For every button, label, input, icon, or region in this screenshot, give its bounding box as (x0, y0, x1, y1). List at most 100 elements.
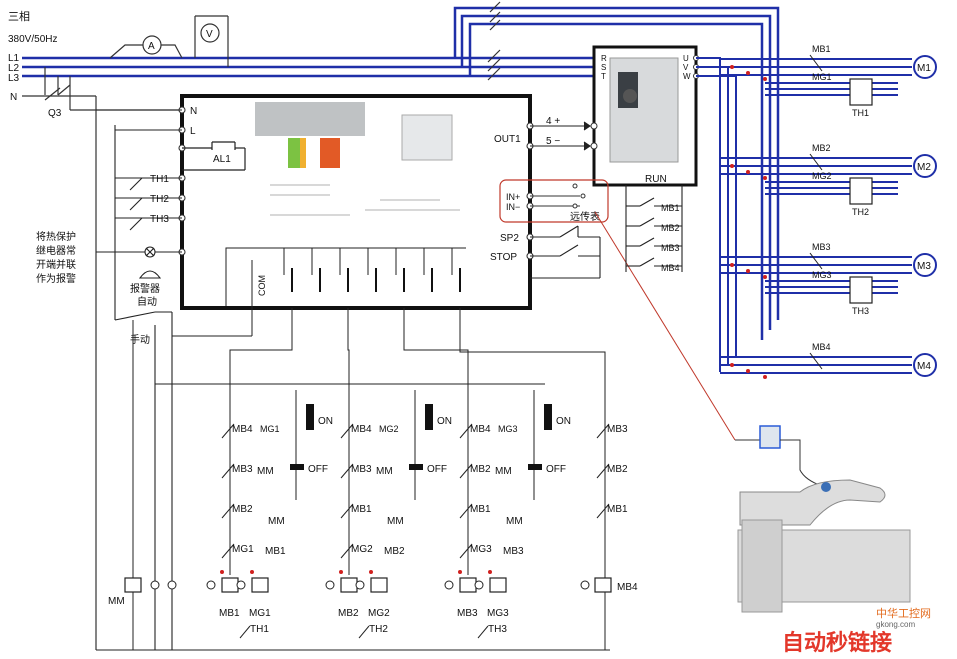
supply-title: 三相 (8, 10, 30, 23)
coil-lamp-icon (325, 580, 335, 590)
alarm-note-line-2: 继电器常 (36, 244, 76, 257)
vfd-run-label: RUN (645, 174, 667, 185)
motor-2-mb-label: MB2 (812, 143, 831, 153)
supply-spec: 380V/50Hz (8, 34, 57, 45)
vfd-term-t: T (601, 72, 606, 81)
motor-3-mb-label: MB3 (812, 242, 831, 252)
motor-3-icon (913, 253, 937, 277)
indicator-orange (320, 138, 340, 168)
alarm-buzzer-icon (138, 270, 162, 279)
vfd-term-w: W (683, 72, 691, 81)
coil-lamp-icon (150, 580, 160, 590)
coil-lamp-icon (580, 580, 590, 590)
on-button (306, 404, 314, 430)
remote-meter-terminals (530, 183, 586, 209)
ammeter-label: A (148, 41, 155, 52)
ladder-2-mg-label: MG2 (379, 424, 399, 434)
in-plus-label: IN+ (506, 192, 520, 202)
breaker-q3 (22, 67, 185, 650)
watermark-main: 自动秒链接 (782, 630, 892, 656)
in-minus-label: IN− (506, 202, 520, 212)
ladder-3-mm-upper: MM (495, 466, 512, 477)
analog-output-wires (530, 121, 591, 151)
ladder-coil (221, 577, 239, 593)
ladder-2-th-label: TH2 (369, 624, 388, 635)
mode-switch (114, 311, 173, 650)
pressure-sensor-icon (821, 482, 831, 492)
run-contact-mb3: MB3 (661, 243, 680, 253)
off-button (528, 464, 542, 470)
ladder-1-mm-upper: MM (257, 466, 274, 477)
vfd-terminals (590, 55, 699, 150)
sp2-stop-contacts (530, 225, 601, 279)
com-label: COM (257, 275, 267, 296)
controller-term-l: L (190, 126, 196, 137)
ladder-2-coil-1: MG2 (368, 608, 390, 619)
alarm-note-line-1: 将热保护 (36, 230, 76, 243)
ladder-2-off-label: OFF (427, 464, 447, 475)
motor-4-icon (913, 353, 937, 377)
relay-outputs (291, 268, 461, 292)
vfd-output-feeder (696, 66, 729, 364)
ladder-1-mm-lower: MM (268, 516, 285, 527)
remote-link-line (594, 211, 736, 441)
ladder-4-chain-mb2: MB2 (607, 464, 628, 475)
pipe-flange (741, 519, 783, 613)
motor-1-th-label: TH1 (852, 108, 869, 118)
stop-label: STOP (490, 252, 517, 263)
coil-lamp-icon (444, 580, 454, 590)
vfd-term-u: U (683, 54, 689, 63)
ladder-2-chain-mb4: MB4 (351, 424, 372, 435)
sensor-thumbnail (401, 114, 453, 161)
vfd-knob (623, 89, 637, 103)
ladder-1-coil-0: MB1 (219, 608, 240, 619)
coil-lamp-icon (355, 580, 365, 590)
thermal-relay-3 (849, 276, 873, 304)
ladder-1-chain-mb3: MB3 (232, 464, 253, 475)
ladder-2-coil-0: MB2 (338, 608, 359, 619)
alarm-note-line-4: 作为报警 (36, 272, 76, 285)
vfd-term-s: S (601, 63, 606, 72)
ladder-1-mg-label: MG1 (260, 424, 280, 434)
watermark-top: 中华工控网 (876, 606, 931, 620)
motor-3-label: M3 (917, 261, 931, 272)
motor-2-label: M2 (917, 162, 931, 173)
sp2-label: SP2 (500, 233, 519, 244)
vfd-output-feeder (696, 75, 737, 356)
motor-3-mg-label: MG3 (812, 270, 832, 280)
thermal-relay-1 (849, 78, 873, 106)
mm-coil-label: MM (108, 596, 125, 607)
thermal-relay-2 (849, 177, 873, 205)
coil-lamp-icon (167, 580, 177, 590)
out1-label: OUT1 (494, 134, 521, 145)
alarm-note-line-3: 开端并联 (36, 258, 76, 271)
mode-auto-label: 自动 (137, 295, 157, 308)
run-contact-mb1: MB1 (661, 203, 680, 213)
coil-lamp-icon (236, 580, 246, 590)
motor-4-mb-label: MB4 (812, 342, 831, 352)
vfd-term-v: V (683, 63, 689, 72)
neutral-label: N (10, 92, 17, 103)
ladder-1-coil-1: MG1 (249, 608, 271, 619)
ladder-3-th-label: TH3 (488, 624, 507, 635)
on-button (425, 404, 433, 430)
motor-2-th-label: TH2 (852, 207, 869, 217)
th3-contact-label: TH3 (150, 214, 169, 225)
ladder-coil (340, 577, 358, 593)
ladder-4-chain-mb3: MB3 (607, 424, 628, 435)
ladder-2-chain-mg2: MG2 (351, 544, 373, 555)
breaker-label: Q3 (48, 108, 62, 119)
ladder-3-mm-lower: MM (506, 516, 523, 527)
coil-lamp-icon (474, 580, 484, 590)
ladder-1-th-label: TH1 (250, 624, 269, 635)
phase-l1-label: L1 (8, 53, 20, 64)
main-breaker (487, 1, 501, 81)
ladder-coil (489, 577, 507, 593)
ladder-coil (251, 577, 269, 593)
ladder-2-mm-upper: MM (376, 466, 393, 477)
out-plus-label: 4 + (546, 116, 560, 127)
